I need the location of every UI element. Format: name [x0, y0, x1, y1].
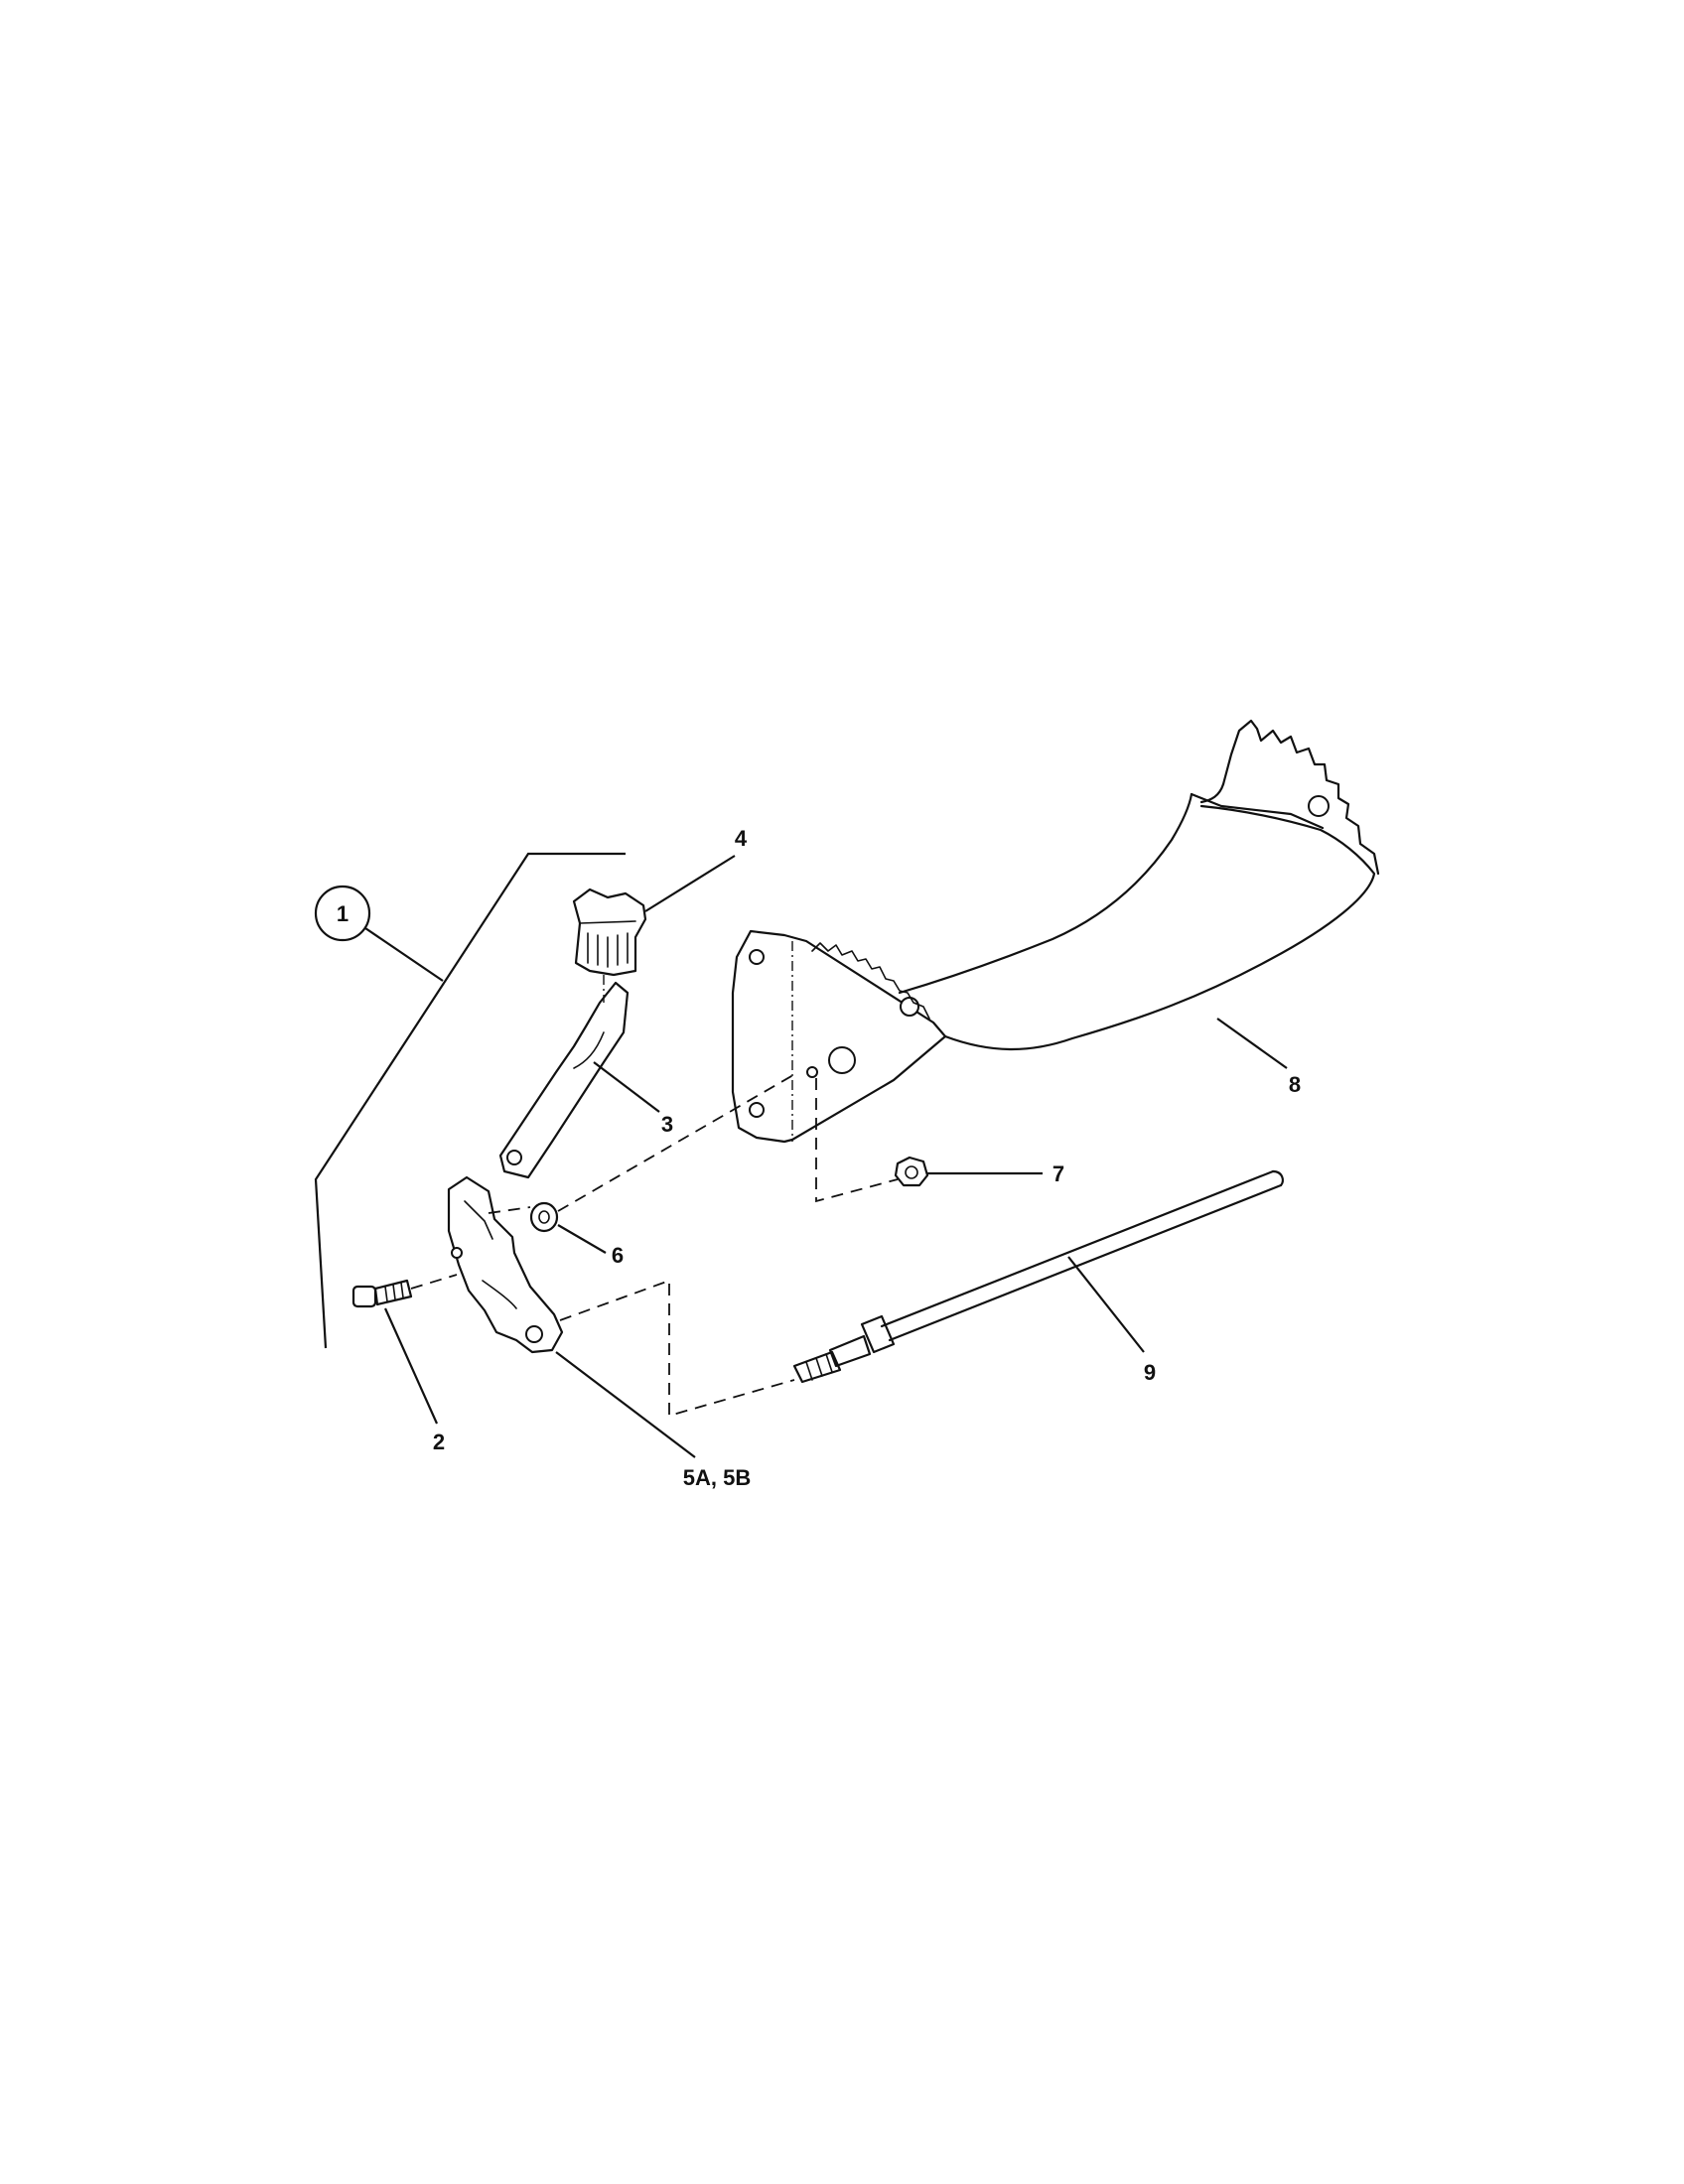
knob-part: 4: [572, 826, 748, 977]
callout-1-label: 1: [337, 901, 349, 926]
callout-6-label: 6: [612, 1243, 624, 1268]
rod-part: 9: [792, 1169, 1284, 1385]
callout-7-label: 7: [1052, 1161, 1064, 1186]
callout-9-label: 9: [1144, 1360, 1156, 1385]
callout-8-label: 8: [1289, 1072, 1301, 1097]
washer-quadrant-dash: [557, 1071, 799, 1212]
callout-2-label: 2: [433, 1430, 445, 1454]
quadrant-plate-part: 8: [731, 719, 1380, 1144]
bolt-part: 2: [351, 1279, 445, 1454]
callout-3-label: 3: [661, 1112, 673, 1137]
bracket-part: 5A, 5B: [447, 1175, 751, 1490]
nut-part: 7: [894, 1156, 1064, 1187]
bracket-rod-dash: [559, 1279, 795, 1418]
plate-nut-dash: [815, 1078, 899, 1203]
bolt-alignment-line: [410, 1274, 458, 1290]
callout-4-label: 4: [735, 826, 748, 851]
assembly-bracket: 1: [314, 852, 626, 1349]
lever-washer-dash: [488, 1206, 531, 1214]
callout-5-label: 5A, 5B: [683, 1465, 751, 1490]
lever-part: 3: [498, 981, 673, 1179]
washer-part: 6: [529, 1201, 624, 1268]
